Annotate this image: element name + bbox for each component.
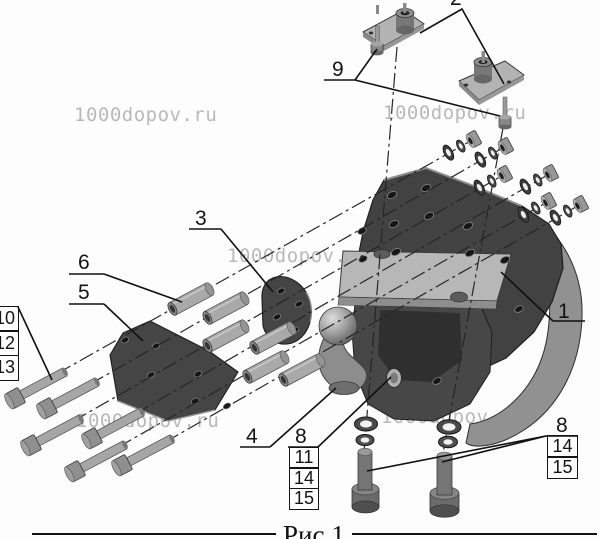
figure-caption: Рис.1 (276, 520, 352, 539)
parts-list-item: 14 (547, 434, 578, 458)
parts-list-item: 15 (289, 487, 319, 510)
callout-part-9: 9 (332, 58, 344, 81)
callout-part-6: 6 (78, 251, 90, 274)
parts-list-item: 11 (289, 446, 319, 469)
bracket-bolt-holes (357, 183, 524, 385)
watermark: 1000dopov.ru (383, 102, 527, 124)
washer-nut-sets (442, 130, 589, 226)
ball-mount-bolt-installed (386, 368, 402, 388)
callout-part-8-bolts: 8 (556, 414, 568, 437)
main-bracket-body (318, 166, 583, 447)
parts-list-left: 10 12 13 (0, 305, 19, 381)
parts-list-item: 10 (0, 305, 19, 332)
callout-part-8-ball: 8 (295, 425, 307, 448)
side-mounting-plate (109, 320, 239, 422)
ball-bolt-washers (354, 416, 462, 449)
watermark: 1000dopov.ru (74, 104, 218, 126)
ball-bolts (351, 447, 460, 518)
parts-list-item: 15 (547, 456, 578, 479)
callout-part-5: 5 (78, 281, 90, 304)
callout-part-1: 1 (558, 300, 570, 323)
parts-list-item: 13 (0, 354, 19, 381)
bumper-support-plates (362, 3, 525, 105)
parts-list-right: 14 15 (547, 434, 578, 479)
watermark: 1000dopov.ru (227, 245, 371, 267)
spacer-tubes (167, 282, 326, 387)
bumper-plate-bolts (370, 25, 512, 130)
callout-part-2: 2 (450, 0, 462, 11)
parts-list-item: 14 (289, 467, 319, 489)
callout-part-3: 3 (195, 207, 207, 230)
parts-list-item: 12 (0, 330, 19, 356)
callout-part-4: 4 (246, 425, 258, 448)
parts-list-center: 11 14 15 (289, 446, 319, 510)
mounting-bolts (4, 367, 175, 483)
intermediate-plate (261, 276, 313, 345)
leader-lines (17, 7, 597, 535)
